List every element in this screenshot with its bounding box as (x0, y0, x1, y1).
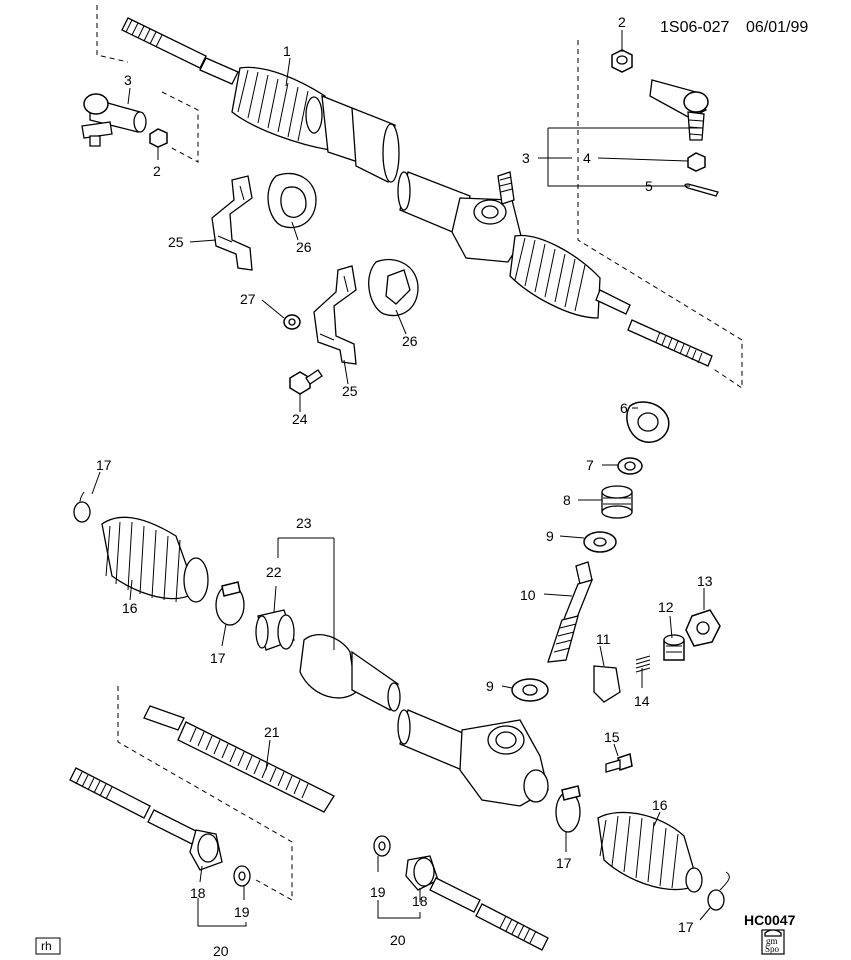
bushing-part-22 (255, 609, 295, 651)
nut-part-2-lower (149, 128, 168, 148)
callout-25-lower: 25 (342, 383, 358, 399)
callout-17-left: 17 (210, 650, 226, 666)
svg-text:gm: gm (766, 936, 778, 946)
bolt-part-24 (289, 369, 323, 395)
callout-19-right: 19 (370, 884, 386, 900)
callout-6: 6 (620, 400, 628, 416)
mounting-clamp-part-25-lower (313, 265, 357, 365)
bushing-part-26-lower (368, 258, 419, 317)
callout-22: 22 (266, 564, 282, 580)
doc-date: 06/01/99 (746, 19, 808, 36)
lock-nut-part-13 (685, 609, 721, 647)
clip-part-17-lower-right (707, 871, 730, 911)
tie-rod-end-right (649, 79, 709, 141)
callout-9-lower: 9 (486, 678, 494, 694)
nut-part-4 (687, 152, 706, 172)
callout-20-left: 20 (213, 943, 229, 959)
callout-26-lower: 26 (402, 333, 418, 349)
boot-part-16-right (597, 811, 703, 893)
housing-tube-part-23 (299, 634, 401, 712)
inner-tie-rod-part-18-left (69, 767, 223, 871)
callout-9-upper: 9 (546, 528, 554, 544)
callout-2-upper: 2 (618, 14, 626, 30)
clamp-part-17-left (215, 581, 245, 626)
nut-part-27 (283, 314, 301, 330)
nut-part-2-upper (611, 49, 633, 73)
pinion-housing (451, 171, 523, 263)
bearing-part-8 (601, 485, 633, 519)
callout-16-left: 16 (122, 600, 138, 616)
inner-tie-rod-part-18-right (405, 855, 549, 951)
left-boot (231, 66, 331, 151)
callout-10: 10 (520, 587, 536, 603)
callout-17-upper-left: 17 (96, 457, 112, 473)
screw-part-15 (605, 753, 633, 773)
spring-part-14 (635, 655, 651, 673)
callout-1: 1 (283, 43, 291, 59)
callout-19-left: 19 (234, 904, 250, 920)
callout-23: 23 (296, 515, 312, 531)
mounting-clamp-part-25-upper (211, 175, 253, 271)
callout-14: 14 (634, 693, 650, 709)
clamp-part-17-right (555, 785, 581, 833)
tie-rod-end-left (81, 93, 147, 147)
gear-housing-lower (397, 709, 549, 807)
rh-tag-box (35, 937, 61, 955)
callout-4: 4 (583, 150, 591, 166)
callout-25-upper: 25 (168, 234, 184, 250)
left-tie-rod-thread (121, 17, 239, 85)
callout-17-lower-right: 17 (678, 919, 694, 935)
steering-rack-assembly (96, 5, 743, 389)
callout-5: 5 (645, 178, 653, 194)
pinion-shaft-part-10 (547, 561, 594, 663)
callout-3-right: 3 (522, 150, 530, 166)
callout-3-left: 3 (124, 72, 132, 88)
callout-16-right: 16 (652, 797, 668, 813)
clip-part-17-upper-left (73, 491, 91, 523)
adjuster-plug-part-12 (663, 634, 685, 661)
adjuster-nut-part-6 (626, 401, 670, 443)
boot-part-16-left (101, 516, 209, 603)
bearing-part-9-lower (511, 678, 549, 702)
figure-code: HC0047 (744, 912, 796, 928)
washer-part-19-right (373, 835, 391, 857)
leader-lines (91, 30, 711, 927)
bearing-part-9-upper (583, 531, 617, 553)
callout-13: 13 (697, 573, 713, 589)
callout-26-upper: 26 (296, 239, 312, 255)
svg-text:Spo: Spo (765, 944, 780, 954)
rack-part-21 (143, 705, 335, 813)
callout-7: 7 (586, 457, 594, 473)
callout-15: 15 (604, 729, 620, 745)
washer-part-19-left (233, 865, 251, 887)
callout-17-right: 17 (556, 855, 572, 871)
callout-8: 8 (563, 492, 571, 508)
gm-spo-logo: gm Spo (761, 929, 785, 955)
callout-24: 24 (292, 411, 308, 427)
rack-bearing-part-11 (593, 665, 621, 703)
callout-labels: 1 2 3 2 3 4 5 25 26 27 26 25 24 6 7 8 9 … (96, 14, 713, 959)
doc-reference: 1S06-027 (660, 19, 729, 36)
callout-18-right: 18 (412, 893, 428, 909)
callout-2-lower: 2 (153, 163, 161, 179)
callout-20-right: 20 (390, 932, 406, 948)
callout-27: 27 (240, 291, 256, 307)
callout-21: 21 (264, 724, 280, 740)
bushing-part-26-upper (267, 172, 317, 229)
seal-part-7 (617, 457, 643, 475)
callout-12: 12 (658, 599, 674, 615)
callout-18-left: 18 (190, 885, 206, 901)
callout-11: 11 (596, 631, 611, 647)
right-boot (509, 234, 601, 319)
rh-tag: rh (41, 939, 52, 953)
